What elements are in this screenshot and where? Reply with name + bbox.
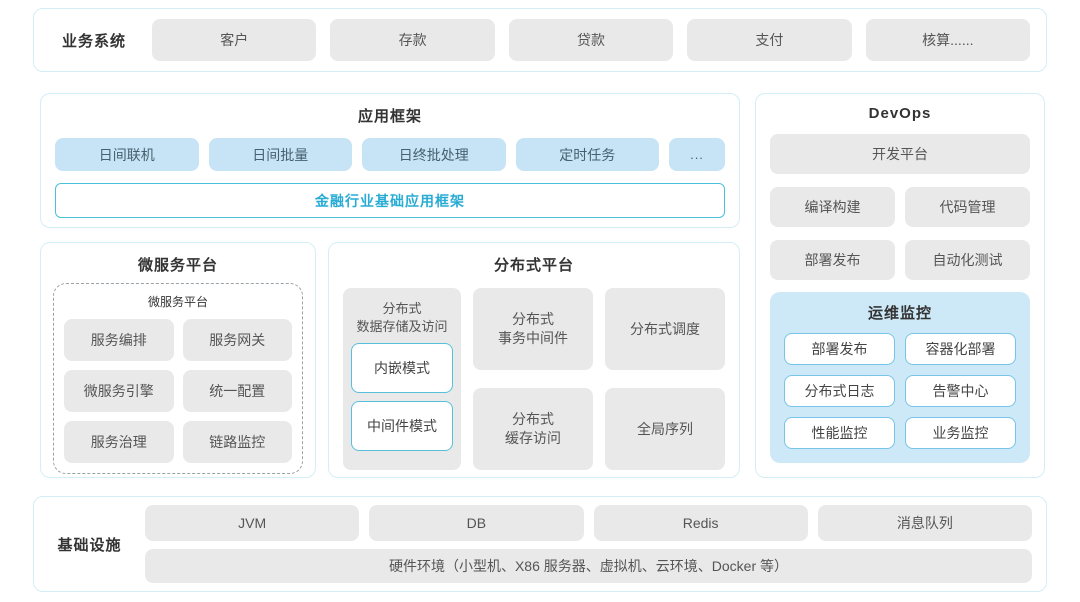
app-framework-scheduled-task: 定时任务 xyxy=(515,138,659,171)
monitor-business: 业务监控 xyxy=(905,417,1016,449)
app-framework-daytime-online: 日间联机 xyxy=(55,138,199,171)
distributed-scheduling: 分布式调度 xyxy=(605,288,725,370)
monitor-performance: 性能监控 xyxy=(784,417,895,449)
ms-governance: 服务治理 xyxy=(64,421,174,463)
business-system-payment: 支付 xyxy=(687,19,852,61)
infra-jvm: JVM xyxy=(145,505,360,541)
hardware-environment-bar: 硬件环境（小型机、X86 服务器、虚拟机、云环境、Docker 等） xyxy=(145,549,1032,583)
monitor-alert-center: 告警中心 xyxy=(905,375,1016,407)
distributed-cache-access: 分布式 缓存访问 xyxy=(473,388,593,470)
business-systems-row: 客户 存款 贷款 支付 核算...... xyxy=(152,19,1031,61)
ops-monitoring-title: 运维监控 xyxy=(867,305,932,322)
infrastructure-label: 基础设施 xyxy=(57,536,122,554)
microservice-panel: 微服务平台 微服务平台 服务编排 服务网关 微服务引擎 统一配置 服务治理 链路… xyxy=(40,242,316,478)
microservice-title: 微服务平台 xyxy=(137,257,218,274)
app-framework-row: 日间联机 日间批量 日终批处理 定时任务 ... xyxy=(55,138,725,171)
business-systems-panel: 业务系统 客户 存款 贷款 支付 核算...... xyxy=(33,8,1047,72)
distributed-transaction-mw: 分布式 事务中间件 xyxy=(473,288,593,370)
monitor-container-deploy: 容器化部署 xyxy=(905,333,1016,365)
ops-monitoring-grid: 部署发布 容器化部署 分布式日志 告警中心 性能监控 业务监控 xyxy=(784,333,1016,449)
ms-tracing: 链路监控 xyxy=(182,421,292,463)
ms-engine: 微服务引擎 xyxy=(64,370,174,412)
distributed-title: 分布式平台 xyxy=(493,257,574,274)
infra-message-queue: 消息队列 xyxy=(817,505,1032,541)
monitor-deploy-release: 部署发布 xyxy=(784,333,895,365)
microservice-inner-title: 微服务平台 xyxy=(147,295,208,309)
business-system-deposit: 存款 xyxy=(330,19,495,61)
distributed-col-right: 分布式调度 全局序列 xyxy=(605,288,725,470)
app-framework-daytime-batch: 日间批量 xyxy=(208,138,352,171)
devops-code-mgmt: 代码管理 xyxy=(905,187,1030,227)
infrastructure-panel: 基础设施 JVM DB Redis 消息队列 硬件环境（小型机、X86 服务器、… xyxy=(33,496,1047,592)
infrastructure-row: JVM DB Redis 消息队列 xyxy=(145,505,1032,541)
ms-service-orchestration: 服务编排 xyxy=(64,319,174,361)
business-system-customer: 客户 xyxy=(152,19,317,61)
embedded-mode-box: 内嵌模式 xyxy=(351,343,453,394)
devops-dev-platform: 开发平台 xyxy=(770,134,1030,174)
app-framework-eod-batch: 日终批处理 xyxy=(362,138,506,171)
devops-deploy: 部署发布 xyxy=(770,240,895,280)
monitor-distributed-log: 分布式日志 xyxy=(784,375,895,407)
devops-panel: DevOps 开发平台 编译构建 代码管理 部署发布 自动化测试 运维监控 部署… xyxy=(755,93,1045,478)
infra-redis: Redis xyxy=(593,505,808,541)
infrastructure-body: JVM DB Redis 消息队列 硬件环境（小型机、X86 服务器、虚拟机、云… xyxy=(145,505,1032,583)
devops-auto-test: 自动化测试 xyxy=(905,240,1030,280)
microservice-inner-group: 微服务平台 服务编排 服务网关 微服务引擎 统一配置 服务治理 链路监控 xyxy=(53,283,303,474)
business-system-loan: 贷款 xyxy=(508,19,674,61)
ops-monitoring-panel: 运维监控 部署发布 容器化部署 分布式日志 告警中心 性能监控 业务监控 xyxy=(770,292,1030,463)
business-system-accounting: 核算...... xyxy=(865,19,1031,61)
devops-title: DevOps xyxy=(868,105,932,122)
devops-row-2: 部署发布 自动化测试 xyxy=(770,240,1030,280)
infra-db: DB xyxy=(369,505,584,541)
distributed-storage-group: 分布式 数据存储及访问 内嵌模式 中间件模式 xyxy=(343,288,461,470)
global-sequence: 全局序列 xyxy=(605,388,725,470)
app-framework-more: ... xyxy=(669,138,725,171)
base-framework-bar: 金融行业基础应用框架 xyxy=(55,183,725,218)
business-systems-label: 业务系统 xyxy=(61,32,126,50)
ms-unified-config: 统一配置 xyxy=(182,370,292,412)
distributed-storage-label: 分布式 数据存储及访问 xyxy=(356,301,448,334)
distributed-col-middle: 分布式 事务中间件 分布式 缓存访问 xyxy=(473,288,593,470)
microservice-grid: 服务编排 服务网关 微服务引擎 统一配置 服务治理 链路监控 xyxy=(64,319,292,463)
app-framework-panel: 应用框架 日间联机 日间批量 日终批处理 定时任务 ... 金融行业基础应用框架 xyxy=(40,93,740,228)
ms-service-gateway: 服务网关 xyxy=(182,319,292,361)
distributed-body: 分布式 数据存储及访问 内嵌模式 中间件模式 分布式 事务中间件 分布式 缓存访… xyxy=(343,288,725,470)
app-framework-title: 应用框架 xyxy=(357,108,422,125)
distributed-panel: 分布式平台 分布式 数据存储及访问 内嵌模式 中间件模式 分布式 事务中间件 分… xyxy=(328,242,740,478)
middleware-mode-box: 中间件模式 xyxy=(351,401,453,452)
devops-row-1: 编译构建 代码管理 xyxy=(770,187,1030,227)
devops-build: 编译构建 xyxy=(770,187,895,227)
